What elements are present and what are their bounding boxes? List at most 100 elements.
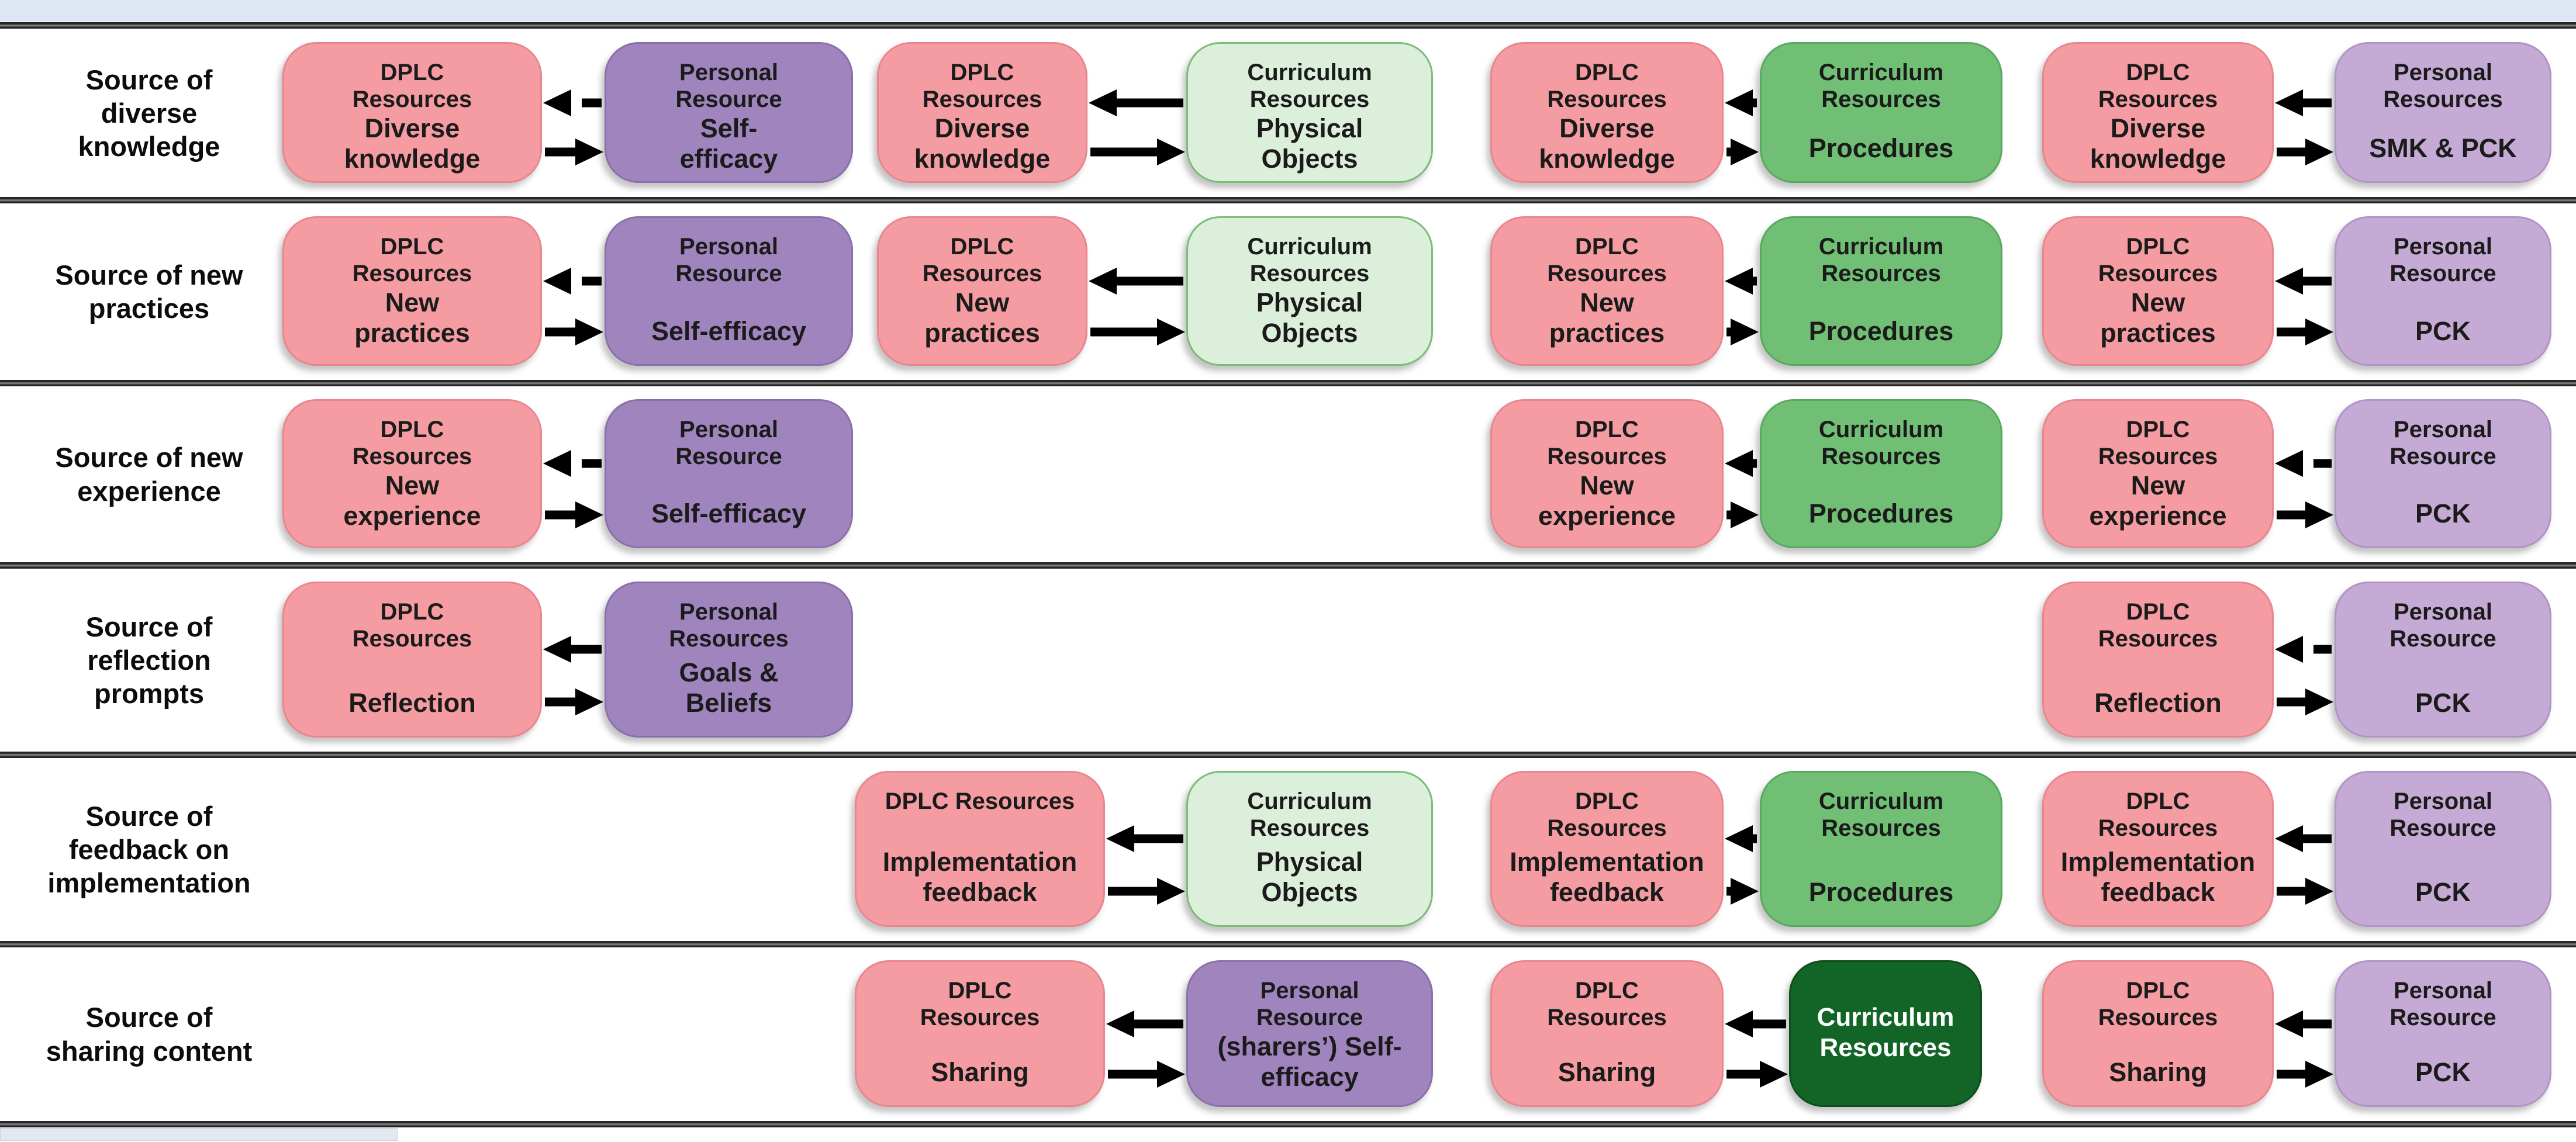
resource-box-label: Physical Objects	[1256, 846, 1363, 907]
resource-box-title: DPLC Resources	[1547, 417, 1667, 470]
row-separator-line	[0, 380, 2576, 386]
resource-box-label: PCK	[2415, 316, 2471, 346]
dashed-arrow-left-icon	[2275, 450, 2332, 477]
resource-box-title: DPLC Resources	[2098, 599, 2218, 652]
dashed-arrow-left-icon	[543, 267, 602, 295]
resource-box-title: DPLC Resources	[922, 60, 1042, 113]
arrow-left-icon	[1106, 825, 1183, 852]
arrow-left-icon	[1725, 267, 1757, 295]
resource-box-label: Sharing	[931, 1057, 1029, 1087]
resource-box-title: Curriculum Resources	[1247, 234, 1372, 287]
resource-box-title: DPLC Resources	[2098, 234, 2218, 287]
resource-box-label: PCK	[2415, 498, 2471, 528]
resource-box-title: Personal Resource	[675, 234, 782, 287]
arrow-right-icon	[545, 319, 603, 346]
arrow-right-icon	[2277, 501, 2333, 528]
resource-box-label: Self-efficacy	[651, 316, 807, 346]
row-label: Source of sharing content	[46, 1002, 253, 1067]
arrow-right-icon	[2277, 878, 2333, 905]
resource-box-title: Personal Resources	[669, 599, 789, 652]
resource-box-label: PCK	[2415, 1057, 2471, 1087]
resource-box-label: New practices	[2100, 287, 2216, 348]
arrow-right-icon	[1108, 878, 1185, 905]
arrow-left-icon	[1089, 89, 1183, 117]
resource-box-label: (sharers’) Self- efficacy	[1217, 1031, 1402, 1092]
resource-box-label: New practices	[354, 287, 470, 348]
resource-box-title: DPLC Resources	[352, 234, 472, 287]
target-resource-box: Personal Resource(sharers’) Self- effica…	[1186, 960, 1433, 1107]
resource-box-label: Sharing	[1558, 1057, 1656, 1087]
resource-box-label: New experience	[2089, 470, 2227, 531]
resource-box-title: Personal Resource	[2389, 417, 2496, 470]
resource-box-label: Procedures	[1808, 877, 1954, 907]
arrow-right-icon	[1726, 319, 1759, 346]
resource-box-label: Diverse knowledge	[2090, 113, 2226, 174]
row-separator-line	[0, 562, 2576, 569]
resource-box-label: Diverse knowledge	[914, 113, 1051, 174]
arrow-right-icon	[545, 138, 603, 165]
resource-box-title: DPLC Resources	[1547, 234, 1667, 287]
resource-box-label: Procedures	[1808, 498, 1954, 528]
resource-box-title: DPLC Resources	[920, 978, 1040, 1031]
resource-box-title: Personal Resource	[2389, 599, 2496, 652]
resource-box-title: Personal Resource	[675, 60, 782, 113]
arrow-left-icon	[2275, 89, 2332, 117]
row-label: Source of new experience	[55, 442, 243, 507]
resource-box-title: Curriculum Resources	[1818, 60, 1944, 113]
resource-box-label: Goals & Beliefs	[679, 657, 779, 718]
resource-box-title: DPLC Resources	[1547, 60, 1667, 113]
arrow-left-icon	[2275, 267, 2332, 295]
resource-box-title: DPLC Resources	[352, 60, 472, 113]
dashed-arrow-left-icon	[2275, 635, 2332, 663]
resource-box-title: DPLC Resources	[1547, 788, 1667, 842]
resource-box-title: Personal Resource	[2389, 978, 2496, 1031]
resource-box-title: DPLC Resources	[2098, 978, 2218, 1031]
arrow-right-icon	[545, 501, 603, 528]
resource-box-label: Procedures	[1808, 316, 1954, 346]
row-separator-line	[0, 197, 2576, 203]
row-separator-line	[0, 752, 2576, 758]
arrow-left-icon	[1725, 1010, 1786, 1037]
resource-box-title: DPLC Resources	[2098, 788, 2218, 842]
target-resource-box: Curriculum Resources	[1789, 960, 1982, 1107]
resource-box-label: New practices	[924, 287, 1040, 348]
resource-box-title: Curriculum Resources	[1818, 788, 1944, 842]
resource-box-label: New experience	[1538, 470, 1676, 531]
resource-box-label: PCK	[2415, 687, 2471, 718]
arrow-right-icon	[2277, 138, 2333, 165]
arrow-right-icon	[1726, 878, 1759, 905]
resource-box-title: Curriculum Resources	[1247, 60, 1372, 113]
arrow-left-icon	[1089, 267, 1183, 295]
arrow-left-icon	[2275, 825, 2332, 852]
arrow-right-icon	[1726, 501, 1759, 528]
resource-box-label: Self- efficacy	[679, 113, 778, 174]
arrow-left-icon	[1725, 450, 1757, 477]
horizontal-scrollbar[interactable]	[0, 1128, 398, 1141]
resource-box-label: Implementation feedback	[882, 846, 1078, 907]
resource-box-label: Physical Objects	[1256, 113, 1363, 174]
resource-box-label: Physical Objects	[1256, 287, 1363, 348]
